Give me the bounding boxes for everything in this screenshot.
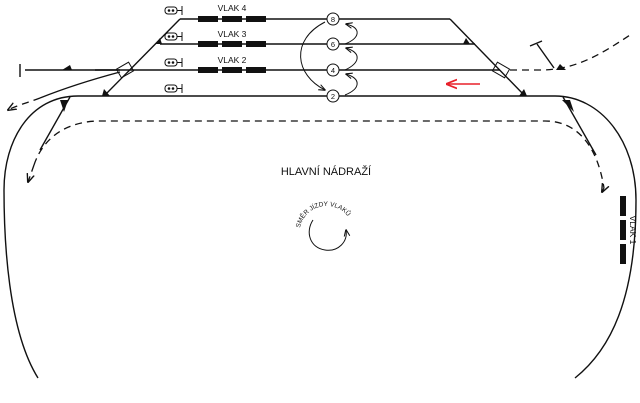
train-vlak-3: VLAK 3 [198,29,266,47]
train-label: VLAK 3 [218,29,247,39]
track-change-arrow [345,74,358,96]
inner-dashed-track [33,120,605,189]
track-number-4: 4 [326,63,340,77]
svg-text:6: 6 [331,40,335,49]
track-change-arrow [300,21,325,90]
train-vlak-2: VLAK 2 [198,55,266,73]
train-vlak-4: VLAK 4 [198,3,266,22]
main-loop-track [3,95,637,379]
track-number-2: 2 [326,89,340,103]
svg-text:8: 8 [331,15,335,24]
direction-circle-arrow [308,219,346,251]
dashed-arrow-right [602,188,604,192]
track-change-arrow [345,24,358,45]
train-label: VLAK 2 [218,55,247,65]
station-name: HLAVNÍ NÁDRAŽÍ [281,165,372,178]
train-vlak-1: VLAK 1 [620,196,638,264]
svg-text:2: 2 [331,92,335,101]
svg-text:4: 4 [331,66,335,75]
left-exit-dashed [8,97,41,110]
direction-label: SMĚR JÍZDY VLAKŮ [295,201,353,229]
dashed-arrow-left [28,164,34,182]
track-number-6: 6 [326,37,340,51]
signal-icon [164,32,183,41]
train-label: VLAK 4 [218,3,247,13]
train-label: VLAK 1 [628,216,638,245]
track-change-arrow [345,48,358,71]
track-number-8: 8 [326,12,340,26]
signal-icon [164,84,183,93]
right-exit-dashed [510,34,631,71]
signal-icon [164,6,183,15]
signal-icon [164,58,183,67]
